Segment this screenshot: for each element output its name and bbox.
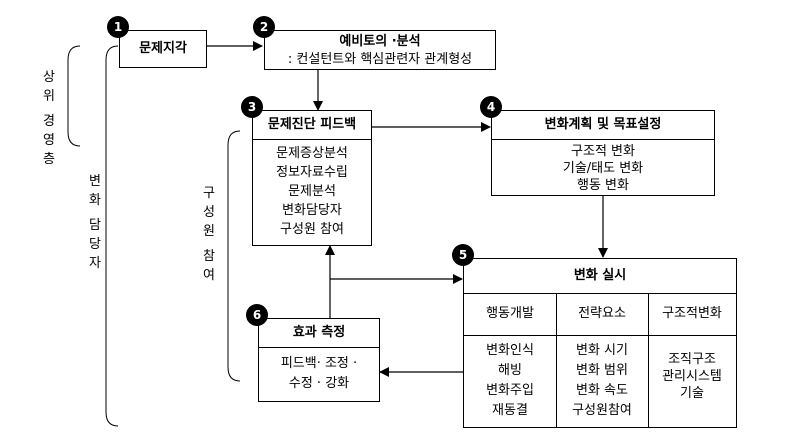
step4-title: 변화계획 및 목표설정 (544, 117, 662, 132)
step5-column-header: 구조적변화 (662, 306, 722, 321)
step4-item: 구조적 변화 (571, 144, 635, 159)
step5-item: 해빙 (498, 363, 522, 378)
step3-title: 문제진단 피드백 (267, 117, 357, 132)
step2-number-badge: 2 (253, 16, 275, 38)
step6-item: 피드백· 조정 · (280, 356, 358, 371)
upper-mgmt-label: 상 위 경 영 층 (43, 70, 55, 167)
step3-item: 문제분석 (288, 184, 336, 199)
step3-number-badge: 3 (241, 96, 263, 118)
step1-number-badge: 1 (107, 16, 129, 38)
step4-number-badge: 4 (480, 96, 502, 118)
step5-item: 재동결 (492, 403, 528, 418)
step5-box: 변화 실시 행동개발 변화인식 해빙 변화주입 재동결 전략요소 변화 시기 변… (463, 258, 737, 428)
step5-column-behavior: 행동개발 변화인식 해빙 변화주입 재동결 (464, 293, 556, 427)
step2-title: 예비토의 ·분석 (339, 34, 421, 49)
change-agent-label: 변 화 담 당 자 (89, 174, 101, 271)
step5-item: 조직구조 (668, 352, 716, 367)
step5-item: 변화주입 (486, 383, 534, 398)
step3-items: 문제증상분석 정보자료수립 문제분석 변화담당자 구성원 참여 (253, 144, 371, 239)
step4-box: 변화계획 및 목표설정 구조적 변화 기술/태도 변화 행동 변화 (491, 110, 715, 196)
step3-item: 정보자료수립 (276, 165, 348, 180)
step2-box: 예비토의 ·분석 : 컨설턴트와 핵심관련자 관계형성 (264, 30, 496, 70)
bracket-change-agent (105, 45, 119, 427)
step5-item: 기술 (680, 386, 704, 401)
step6-number-badge: 6 (246, 304, 268, 326)
step5-item: 변화인식 (486, 343, 534, 358)
step5-item: 관리시스템 (662, 369, 722, 384)
step1-title: 문제지각 (139, 41, 187, 56)
step5-column-structure: 구조적변화 조직구조 관리시스템 기술 (648, 293, 736, 427)
step5-item: 변화 속도 (576, 383, 628, 398)
step5-column-header: 전략요소 (578, 306, 626, 321)
step3-box: 문제진단 피드백 문제증상분석 정보자료수립 문제분석 변화담당자 구성원 참여 (252, 110, 372, 246)
step6-item: 수정 · 강화 (288, 376, 350, 391)
step5-number-badge: 5 (452, 244, 474, 266)
step5-title: 변화 실시 (573, 268, 627, 283)
step5-item: 변화 범위 (576, 363, 628, 378)
step6-title: 효과 측정 (292, 325, 346, 340)
step3-item: 변화담당자 (282, 203, 342, 218)
step5-column-header: 행동개발 (486, 306, 534, 321)
step4-items: 구조적 변화 기술/태도 변화 행동 변화 (492, 143, 714, 194)
bracket-member (227, 130, 241, 382)
step2-subtitle: : 컨설턴트와 핵심관련자 관계형성 (287, 52, 473, 67)
member-participation-label: 구 성 원 참 여 (203, 186, 215, 283)
step3-item: 구성원 참여 (280, 222, 344, 237)
step5-item: 구성원참여 (572, 403, 632, 418)
step6-items: 피드백· 조정 · 수정 · 강화 (259, 354, 379, 394)
step5-item: 변화 시기 (576, 343, 628, 358)
step1-box: 문제지각 (119, 30, 207, 68)
bracket-upper-mgmt (67, 45, 81, 147)
step6-box: 효과 측정 피드백· 조정 · 수정 · 강화 (258, 318, 380, 402)
step4-item: 행동 변화 (577, 178, 629, 193)
step4-item: 기술/태도 변화 (562, 161, 644, 176)
step3-item: 문제증상분석 (276, 146, 348, 161)
step5-column-strategy: 전략요소 변화 시기 변화 범위 변화 속도 구성원참여 (556, 293, 648, 427)
